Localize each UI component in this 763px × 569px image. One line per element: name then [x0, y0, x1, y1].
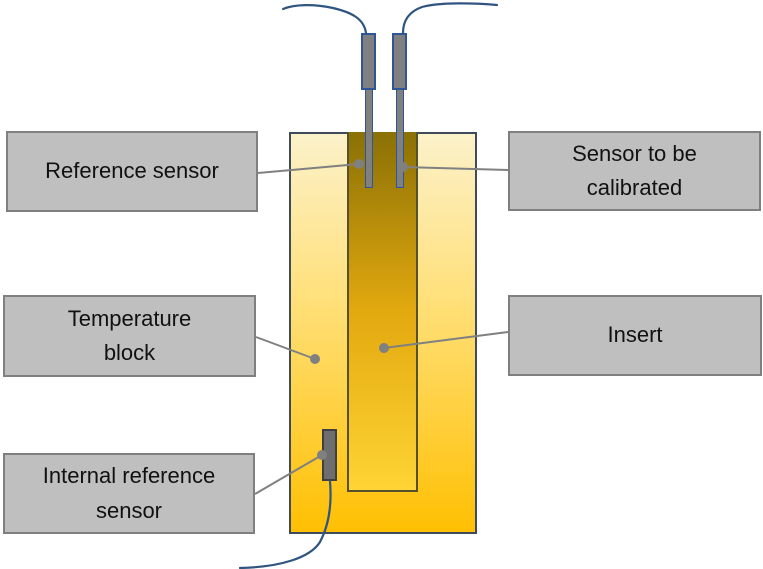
label-temperature-block: Temperature block — [3, 295, 256, 377]
calibrated-sensor-rod — [396, 88, 404, 188]
label-sensor-to-be-calibrated: Sensor to be calibrated — [508, 131, 761, 211]
calibrated-sensor-body — [392, 33, 407, 90]
reference-sensor-body — [361, 33, 376, 90]
calibrated-sensor-wire — [401, 2, 499, 35]
label-internal-reference-sensor: Internal reference sensor — [3, 453, 255, 534]
label-sensor-to-be-calibrated-text: Sensor to be calibrated — [572, 140, 697, 200]
label-reference-sensor: Reference sensor — [6, 131, 258, 212]
internal-sensor-graphic — [322, 429, 337, 481]
reference-sensor-wire — [281, 4, 368, 35]
label-internal-reference-sensor-text: Internal reference sensor — [42, 463, 216, 523]
reference-sensor-rod — [365, 88, 373, 188]
insert-graphic — [347, 132, 418, 492]
label-reference-sensor-text: Reference sensor — [45, 158, 219, 184]
label-temperature-block-text: Temperature block — [67, 305, 192, 365]
label-insert-text: Insert — [607, 322, 663, 348]
label-insert: Insert — [508, 295, 762, 376]
